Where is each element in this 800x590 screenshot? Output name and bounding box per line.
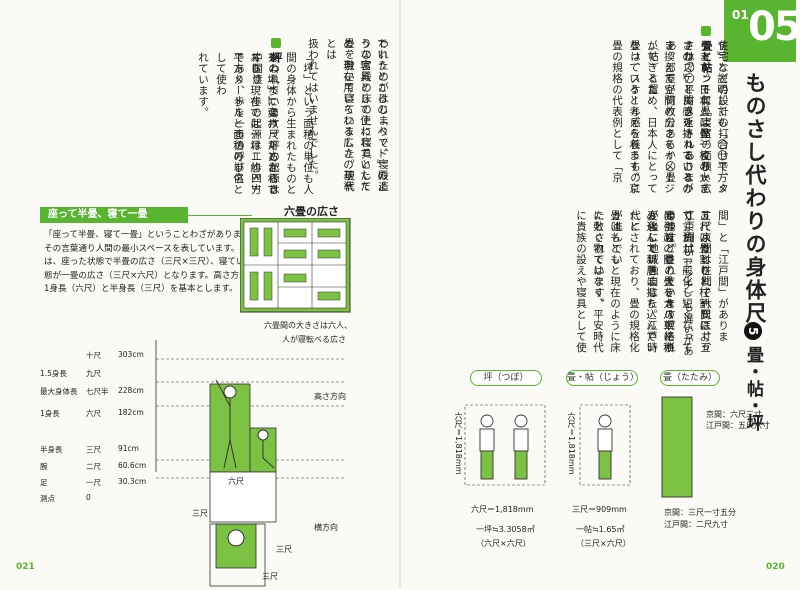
box-heading: 座って半畳、寝て一畳 xyxy=(40,207,188,223)
body-text-line: 扱われてはいませんでした。 xyxy=(307,38,319,181)
body-text-line: 畳はもともと現在のように床に敷く物ではなく、平安時代に貴族の設えや寝具として使 xyxy=(575,210,621,353)
height-row-name: 1.5身長 xyxy=(40,369,67,378)
height-row-shaku: 二尺 xyxy=(86,462,101,471)
box-text: 「座って半畳、寝て一畳」ということわざがありますが、その言葉通り人間の最小スペー… xyxy=(44,230,267,294)
height-row-shaku: 七尺半 xyxy=(86,387,109,396)
body-text-line: 住宅などの設計の打合せで、クライアントに「寝室の面積・広さは〇〇平方メートルあり… xyxy=(683,40,729,194)
tatami-width-list: 京間：三尺一寸五分 江戸間：二尺九寸 xyxy=(664,507,736,531)
label-san-2: 三尺 xyxy=(276,545,292,554)
body-text-line: は引越の際、畳を大八車に積み込んで新居に持ち込んでいたとされており、畳の規格化が… xyxy=(611,210,674,353)
section-number-small: 01 xyxy=(732,8,749,22)
section-heading-tsubo: 坪 xyxy=(268,38,284,63)
tsubo-vertical-dim: 六尺＝1,818mm xyxy=(454,412,463,475)
height-row-name: 腕 xyxy=(40,462,48,471)
page-gutter xyxy=(399,0,401,588)
body-text-line: なっていると考えられます。京畳の規格の代表例として「京 xyxy=(611,40,640,194)
page-title: ものさし代わりの身体尺 xyxy=(743,72,767,325)
tatami-length-list: 京間：六尺三寸 江戸間：五尺八寸 xyxy=(706,409,770,431)
body-text-line: 「坪」という面積の単位も人間の身体から生まれたものといわれています。坪の起源は中… xyxy=(251,52,314,195)
height-row-shaku: 十尺 xyxy=(86,351,101,360)
tatami-mat xyxy=(661,396,693,498)
section-badge: 01 05 xyxy=(724,0,800,62)
height-row-cm: 303cm xyxy=(118,350,144,359)
height-row-cm: 30.3cm xyxy=(118,477,147,486)
body-text-line: ります。日本人は畳一枚の大きさのスケール感を持っているので、部屋が何枚分あるか〇… xyxy=(647,40,710,194)
height-row-name: 最大身体長 xyxy=(40,387,78,396)
height-row-cm: 91cm xyxy=(118,444,139,453)
height-row-shaku: 一尺 xyxy=(86,478,101,487)
tatami-kyoma-width: 京間：三尺一寸五分 xyxy=(664,508,736,517)
body-text-line: れています。 xyxy=(197,52,209,118)
jo-vertical-dim: 六尺＝1,818mm xyxy=(567,412,576,475)
subtitle-number: 5 xyxy=(744,322,762,340)
page-number-right: 020 xyxy=(766,562,785,572)
tsubo-formula: （六尺×六尺） xyxy=(476,539,531,548)
tsubo-area: 一坪≒3.3058㎡ xyxy=(476,525,535,534)
tatami-kyoma-length: 京間：六尺三寸 xyxy=(706,410,762,419)
height-row-shaku: 三尺 xyxy=(86,445,101,454)
body-text-line: 五尺八寸とされ、一間は、五寸（約15センチ）も違いがあります。 xyxy=(665,210,711,357)
height-row-name: 1身長 xyxy=(40,409,60,418)
tsubo-diagram xyxy=(464,404,546,486)
height-row-name: 測点 xyxy=(40,494,55,503)
tsubo-horizontal-dim: 六尺＝1,818mm xyxy=(471,505,534,514)
height-row-shaku: 九尺 xyxy=(86,369,101,378)
tsubo-pill: 坪（つぼ） xyxy=(470,370,542,386)
jo-diagram xyxy=(579,404,631,486)
tatami-edoma-length: 江戸間：五尺八寸 xyxy=(706,421,770,430)
page-number-left: 021 xyxy=(16,562,35,572)
label-san-1: 三尺 xyxy=(192,509,208,518)
body-text-line: 間」と「江戸間」があります。京間は柱間で六尺三寸、江戸間は xyxy=(683,210,729,353)
width-direction-label: 横方向 xyxy=(314,523,338,532)
height-row-cm: 60.6cm xyxy=(118,461,147,470)
section-number-big: 05 xyxy=(748,4,800,50)
height-row-cm: 228cm xyxy=(118,386,144,395)
label-roku: 六尺 xyxy=(228,477,244,486)
heading-bullet-icon xyxy=(701,26,711,36)
six-mat-caption-1: 六畳間の大きさは六人、 xyxy=(264,321,352,330)
height-row-cm: 182cm xyxy=(118,408,144,417)
heading-bullet-icon xyxy=(271,38,281,48)
height-row-name: 足 xyxy=(40,478,48,487)
jo-pill: 畳・帖（じょう） xyxy=(566,370,639,386)
body-text-line: き換えて空間の広さをイメージができるため、日本人にとって畳は、スケール感を養うも… xyxy=(629,40,675,194)
height-row-shaku: 六尺 xyxy=(86,409,101,418)
tatami-pill: 畳（たたみ） xyxy=(660,370,720,386)
body-text-line: これは畳割り・柱割りによって寸法が一般化し短くなっていったとされています。それが… xyxy=(647,210,710,353)
body-text-line: でいうところの「ベッド」のような寝具として使われていたため、現在用いられる広さの… xyxy=(325,38,388,192)
jo-horizontal-dim: 三尺＝909mm xyxy=(572,505,627,514)
label-san-3: 三尺 xyxy=(262,572,278,581)
height-row-shaku: 0 xyxy=(86,493,91,502)
body-text-line: 発展し、畳の大きさの規格が変化していきました。江戸時代に xyxy=(629,210,675,353)
body-text-line: われたのがはじまりで、寝殿造りの宮殿の床の上に寝具として畳を敷いて寝ていました。… xyxy=(343,38,389,192)
six-mat-heading: 六畳の広さ xyxy=(284,205,339,218)
subtitle-text: 畳・帖・坪 xyxy=(743,345,763,431)
jo-area: 一帖≒1.65㎡ xyxy=(576,525,625,534)
height-row-name: 半身長 xyxy=(40,445,63,454)
six-mat-caption-2: 人が寝転べる広さ xyxy=(282,335,346,344)
body-text-line: す」と説明しても「〇〇平方メートルって何畳（帖）くらいですか？」と聞き返されるこ… xyxy=(665,40,728,194)
body-text-line: 来の「歩」の六尺平方からきており、歩の起源は二歩四方であり、歩を一歩の呼び名 xyxy=(233,52,279,195)
height-direction-label: 高さ方向 xyxy=(314,392,346,401)
section-heading-tatami: 畳と帖 xyxy=(698,26,714,73)
jo-formula: （三尺×六尺） xyxy=(576,539,631,548)
tatami-edoma-width: 江戸間：二尺九寸 xyxy=(664,520,728,529)
six-mat-diagram xyxy=(240,218,351,313)
body-scale-diagram xyxy=(155,340,345,587)
page-subtitle: 5 畳・帖・坪 xyxy=(741,322,766,431)
body-text-line: を「坪」に変わったとされており、現在では一坪＝約3.3平方メートルと面積の単位と… xyxy=(215,52,278,195)
body-text-line: たとされています。 xyxy=(593,210,605,309)
